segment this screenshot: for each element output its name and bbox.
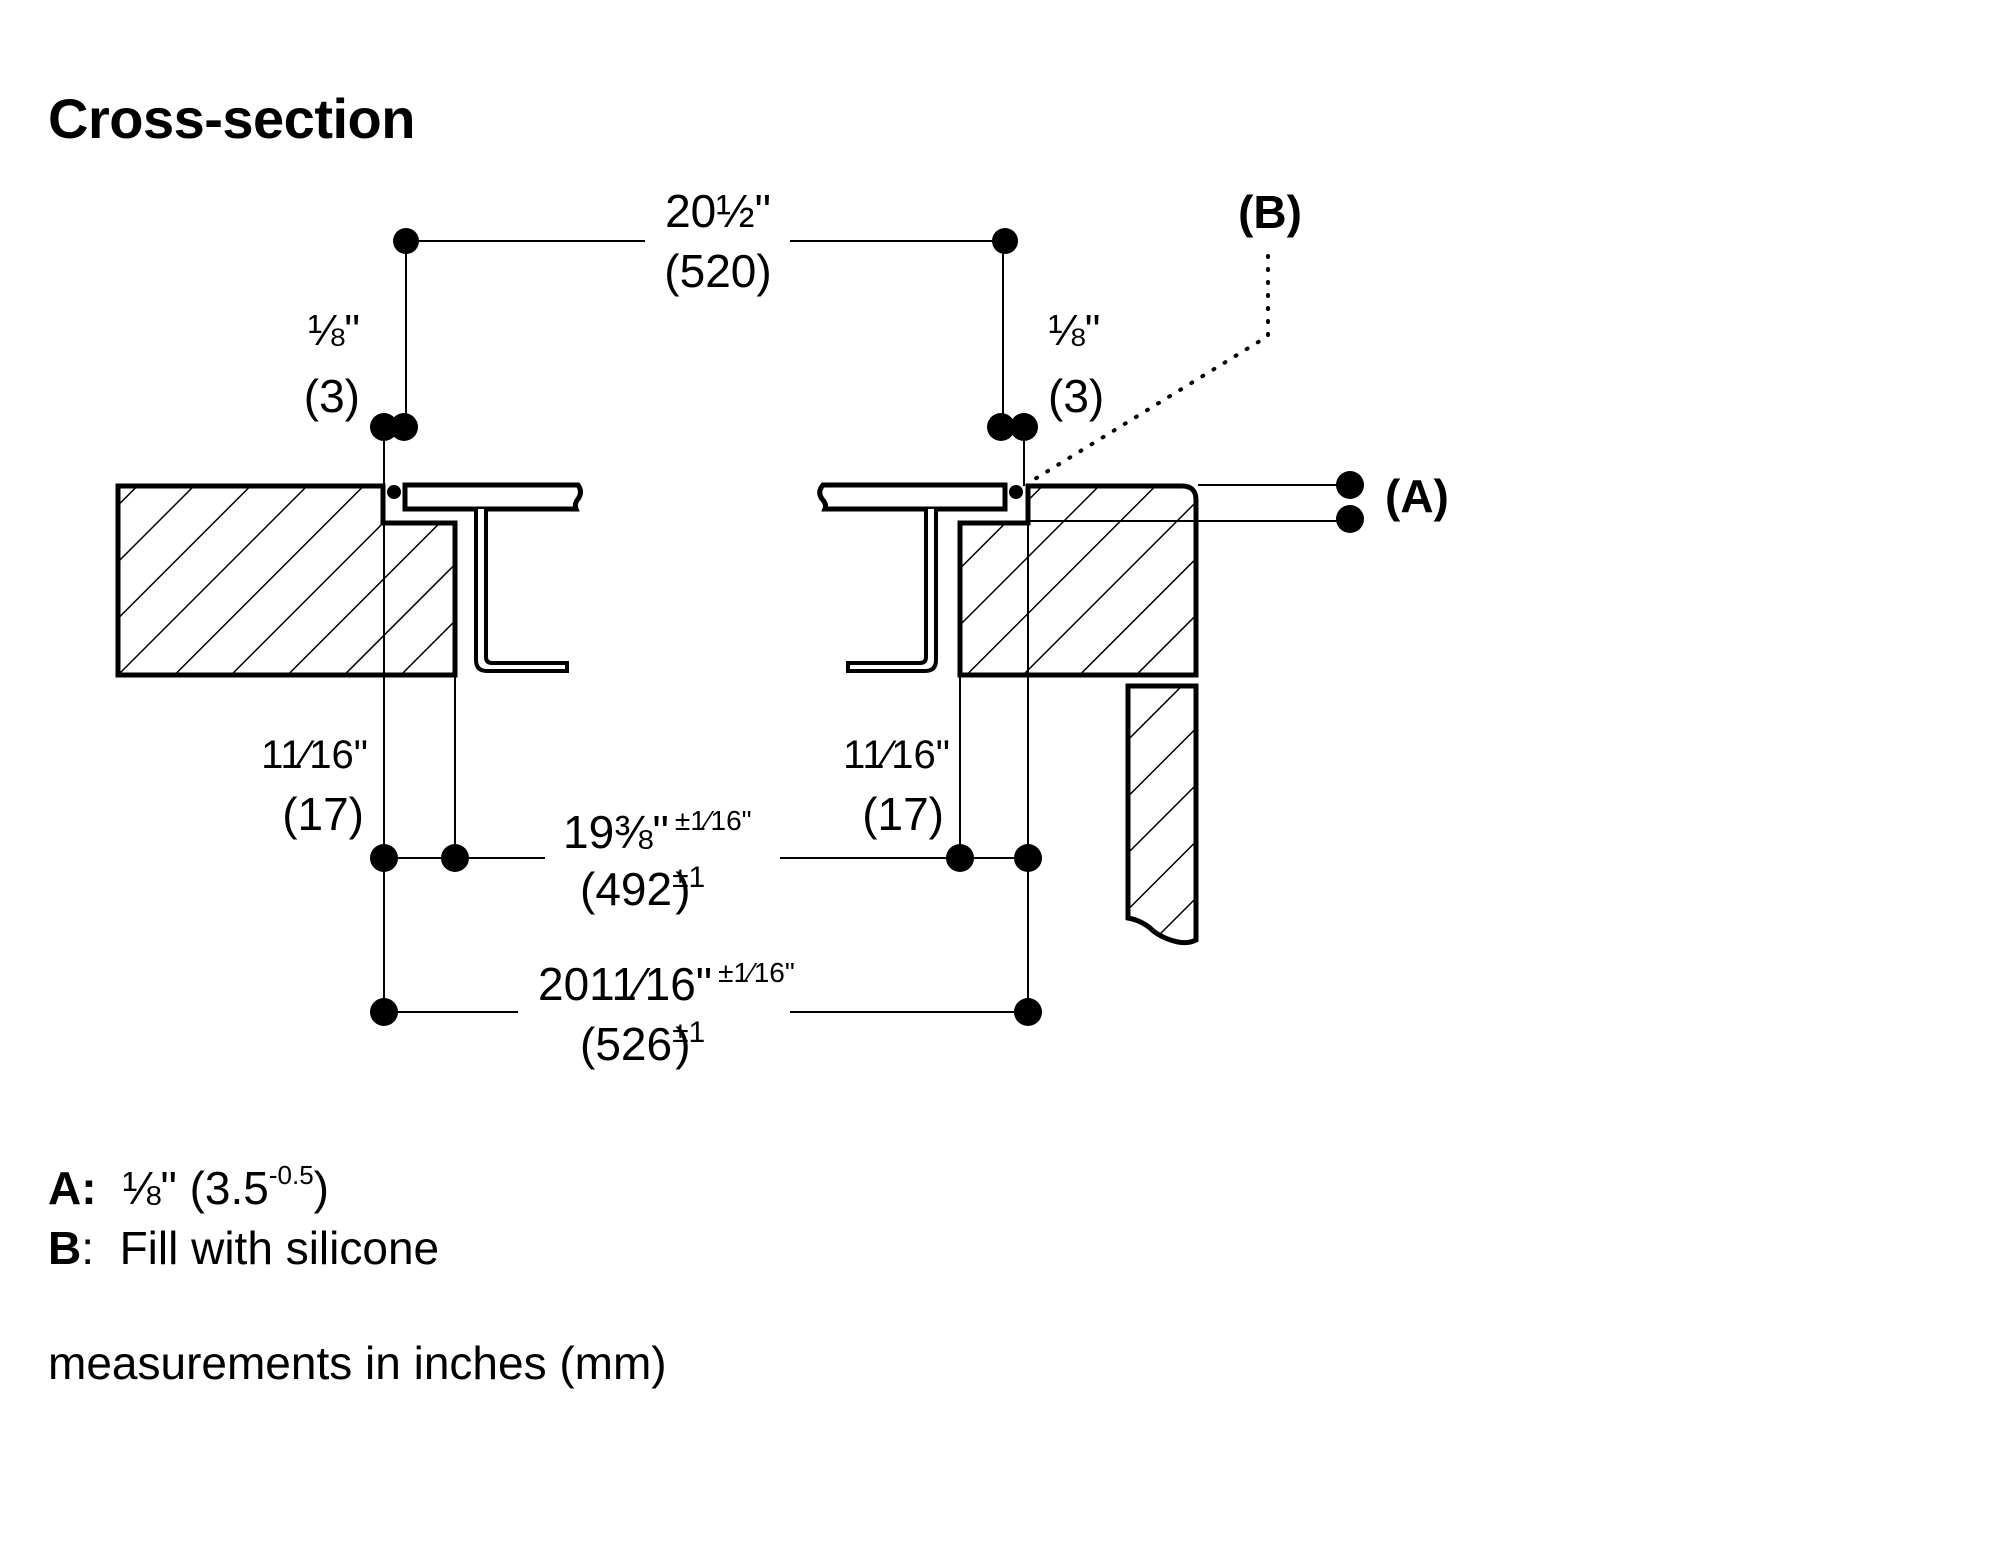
legend-item-a: A: ⅛" (3.5-0.5)	[48, 1160, 329, 1216]
legend-b-value: Fill with silicone	[119, 1222, 440, 1274]
gap-left-mm: (3)	[304, 370, 360, 422]
overall-top-inch: 20½"	[665, 185, 771, 237]
extension-lines	[383, 486, 1029, 1012]
ledge-left-inch: 11⁄16"	[261, 733, 368, 777]
ledge-right-inch: 11⁄16"	[843, 733, 950, 777]
callout-a-label: (A)	[1385, 470, 1449, 522]
left-silicone-bead	[387, 485, 401, 499]
recess-mm-tolerance: ±1	[672, 1016, 705, 1049]
right-countertop	[957, 483, 1199, 678]
dimension-ledge-right: 11⁄16" (17)	[843, 733, 950, 840]
recess-inch-frac: 11⁄16"	[589, 958, 712, 1010]
legend-a-close: )	[313, 1162, 329, 1214]
cutout-inch-tolerance: ±1⁄16"	[675, 805, 752, 836]
dimension-gap-left: ⅛" (3)	[304, 306, 418, 486]
legend-a-key: A:	[48, 1162, 97, 1214]
legend-b-sep: :	[81, 1222, 95, 1274]
callout-b: (B)	[1028, 186, 1302, 484]
svg-text:19⅜"±1⁄16": 19⅜"±1⁄16"	[563, 805, 752, 858]
left-mounting-bracket	[474, 509, 569, 673]
ledge-right-mm: (17)	[862, 788, 944, 840]
dimension-overall-top: 20½" (520)	[393, 185, 1018, 427]
legend-a-value: ⅛" (3.5	[122, 1162, 269, 1214]
ledge-left-mm: (17)	[282, 788, 364, 840]
cutout-inch-whole: 19	[563, 806, 614, 858]
recess-mm-close: )	[675, 1018, 690, 1070]
dimension-endpoint	[992, 228, 1018, 254]
left-countertop	[115, 483, 458, 678]
dimension-cutout: 19⅜"±1⁄16" (492±1)	[370, 805, 1042, 915]
right-mounting-bracket	[846, 509, 938, 673]
legend-b-key: B	[48, 1222, 82, 1274]
recess-inch-whole: 20	[538, 958, 589, 1010]
legend-item-b: B: Fill with silicone	[48, 1220, 439, 1276]
right-silicone-bead	[1009, 485, 1023, 499]
callout-a: (A)	[1028, 470, 1449, 533]
cutout-mm: (492	[580, 863, 672, 915]
recess-mm: (526	[580, 1018, 672, 1070]
gap-right-mm: (3)	[1048, 370, 1104, 422]
cutout-mm-close: )	[675, 863, 690, 915]
svg-text:(526±1): (526±1)	[580, 1016, 705, 1070]
svg-text:2011⁄16"±1⁄16": 2011⁄16"±1⁄16"	[538, 957, 795, 1010]
cutout-mm-tolerance: ±1	[672, 861, 705, 894]
cabinet-side-panel	[1125, 683, 1199, 946]
legend-a-tolerance: -0.5	[268, 1160, 314, 1190]
callout-b-label: (B)	[1238, 186, 1302, 238]
dimension-gap-right: ⅛" (3)	[987, 306, 1104, 486]
dimension-recess: 2011⁄16"±1⁄16" (526±1)	[370, 957, 1042, 1070]
overall-top-mm: (520)	[664, 245, 771, 297]
recess-inch-tolerance: ±1⁄16"	[718, 957, 795, 988]
right-glass-panel	[817, 482, 1008, 512]
page-title: Cross-section	[48, 87, 415, 150]
svg-text:(492±1): (492±1)	[580, 861, 705, 915]
left-glass-panel	[402, 482, 583, 512]
cutout-inch-frac: ⅜"	[614, 806, 669, 858]
dimension-ledge-left: 11⁄16" (17)	[261, 733, 368, 840]
gap-right-inch: ⅛"	[1048, 306, 1100, 355]
gap-left-inch: ⅛"	[308, 306, 360, 355]
units-note: measurements in inches (mm)	[48, 1337, 667, 1389]
dimension-endpoint	[393, 228, 419, 254]
